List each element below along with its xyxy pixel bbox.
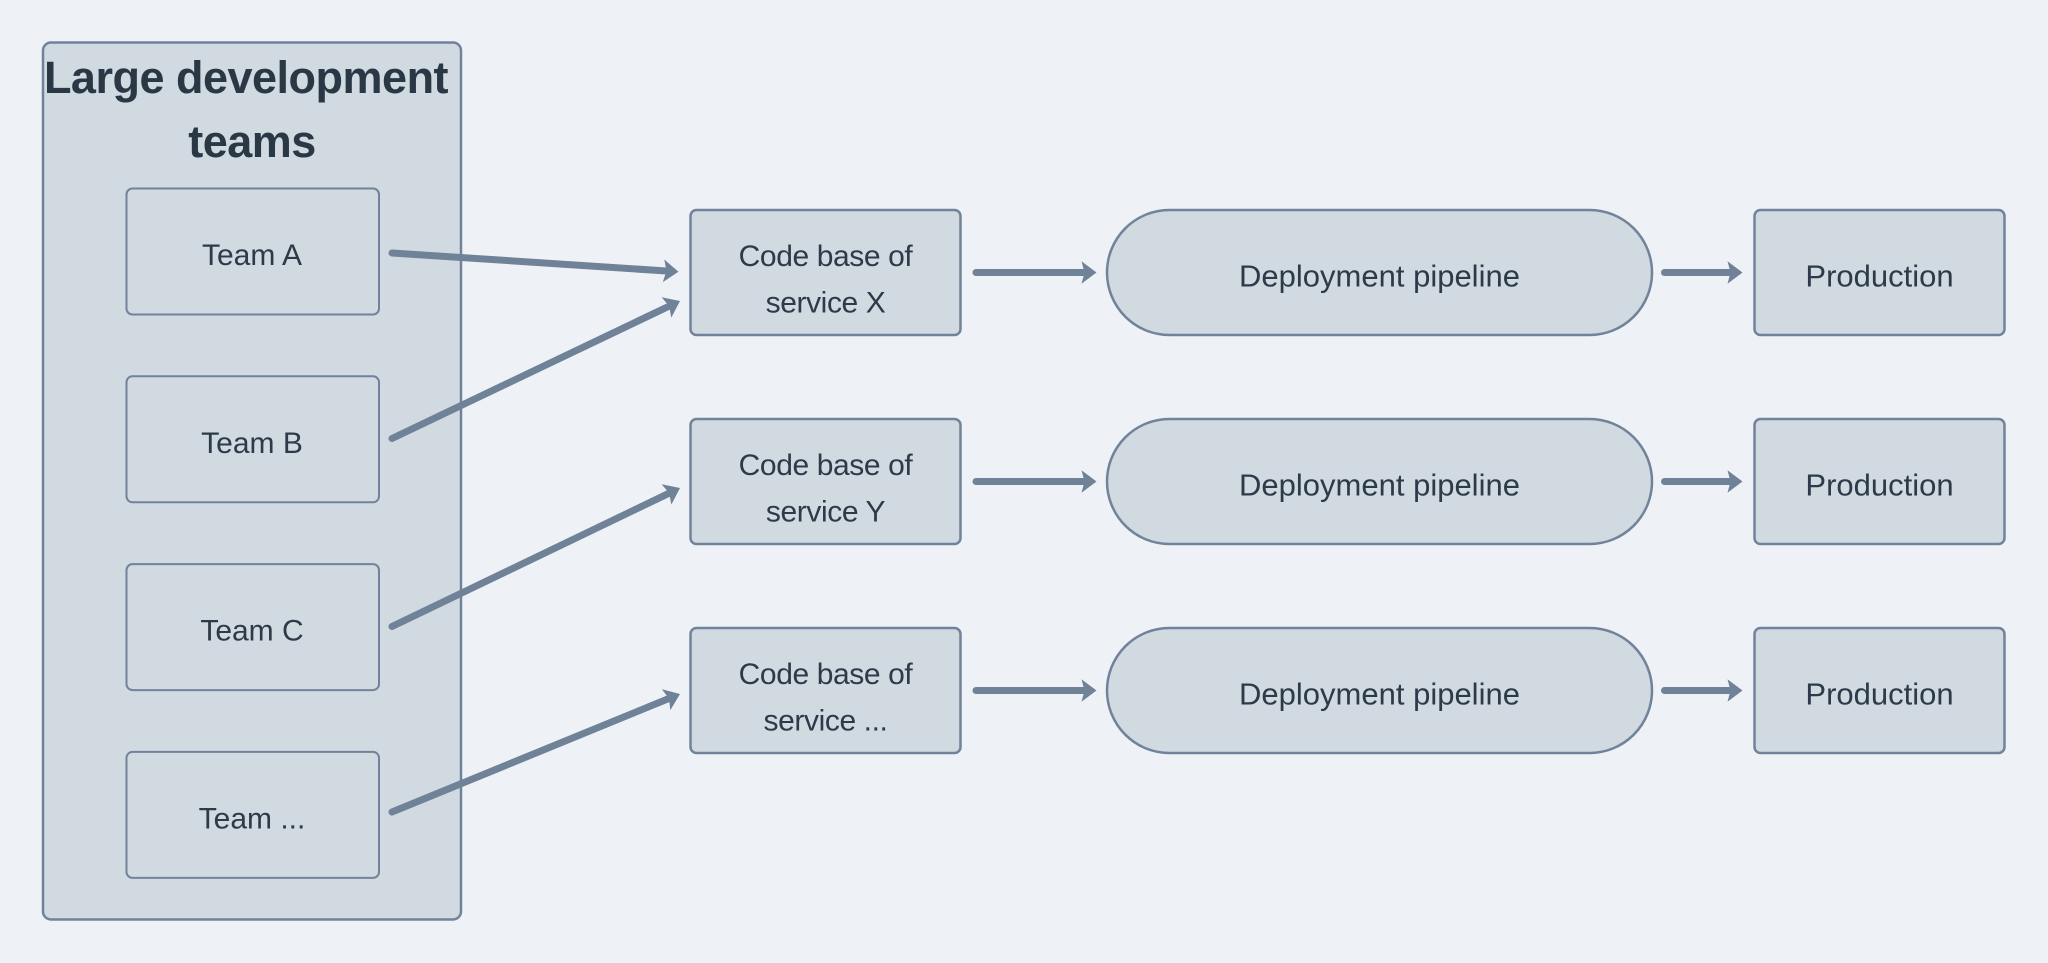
svg-text:Deployment pipeline: Deployment pipeline — [1239, 677, 1520, 712]
svg-text:Code base of: Code base of — [739, 658, 914, 691]
svg-text:Code base of: Code base of — [739, 449, 914, 482]
svg-text:Code base of: Code base of — [739, 240, 914, 273]
svg-text:Production: Production — [1805, 677, 1953, 712]
svg-text:Team ...: Team ... — [199, 802, 306, 835]
svg-text:Deployment pipeline: Deployment pipeline — [1239, 259, 1520, 294]
svg-text:service X: service X — [766, 287, 886, 320]
svg-text:Large development: Large development — [44, 52, 449, 103]
svg-text:Team C: Team C — [200, 615, 303, 648]
svg-text:service ...: service ... — [764, 705, 888, 738]
svg-text:teams: teams — [188, 116, 316, 167]
svg-text:Production: Production — [1805, 259, 1953, 294]
svg-text:Team B: Team B — [201, 427, 303, 460]
svg-text:Production: Production — [1805, 468, 1953, 503]
svg-text:Deployment pipeline: Deployment pipeline — [1239, 468, 1520, 503]
svg-text:service Y: service Y — [766, 496, 886, 529]
svg-text:Team A: Team A — [202, 239, 302, 272]
